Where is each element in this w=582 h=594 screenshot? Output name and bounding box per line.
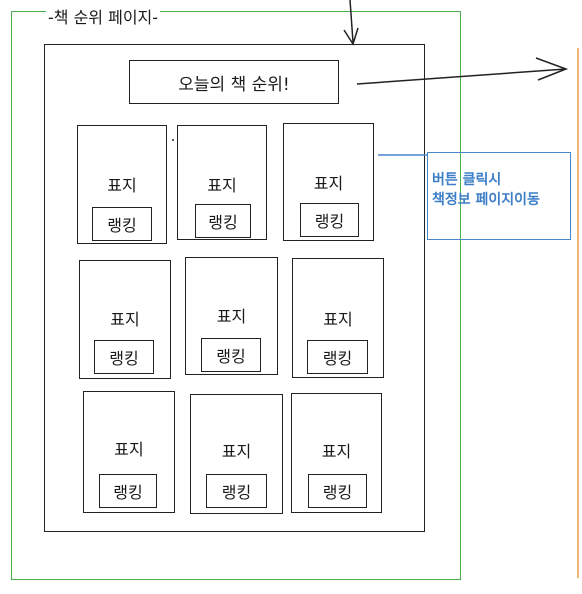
ranking-button[interactable]: 랭킹 [94,340,154,374]
ranking-button[interactable]: 랭킹 [307,340,368,374]
page-title: 오늘의 책 순위! [129,60,339,104]
book-card[interactable]: 표지 랭킹 [79,260,171,379]
page-frame [11,11,461,580]
cover-label: 표지 [114,440,144,459]
book-card[interactable]: 표지 랭킹 [185,257,278,375]
ranking-button[interactable]: 랭킹 [195,204,251,238]
cover-label: 표지 [323,310,353,329]
book-card[interactable]: 표지 랭킹 [292,258,384,378]
ranking-button[interactable]: 랭킹 [308,474,367,508]
right-edge-line [577,48,579,578]
book-card[interactable]: 표지 랭킹 [291,393,382,513]
ranking-button[interactable]: 랭킹 [92,207,152,241]
book-card[interactable]: 표지 랭킹 [177,125,267,240]
ranking-button[interactable]: 랭킹 [201,338,261,372]
book-card[interactable]: 표지 랭킹 [190,394,283,514]
cover-label: 표지 [107,176,137,195]
book-card[interactable]: 표지 랭킹 [83,391,175,513]
cover-label: 표지 [207,176,237,195]
annotation-note-line-1: 버튼 클릭시 [432,172,502,188]
cover-label: 표지 [321,442,352,461]
book-card[interactable]: 표지 랭킹 [77,125,167,244]
annotation-note-line-2: 책정보 페이지이동 [432,192,540,208]
ranking-button[interactable]: 랭킹 [206,474,267,508]
cover-label: 표지 [313,174,344,193]
content-frame [44,44,425,532]
page-label: -책 순위 페이지- [46,8,161,28]
book-card[interactable]: 표지 랭킹 [283,123,374,241]
annotation-note-box [427,152,571,240]
cover-label: 표지 [216,307,247,326]
ranking-button[interactable]: 랭킹 [99,474,157,508]
cover-label: 표지 [221,442,252,461]
cover-label: 표지 [110,310,140,329]
ranking-button[interactable]: 랭킹 [300,203,359,237]
